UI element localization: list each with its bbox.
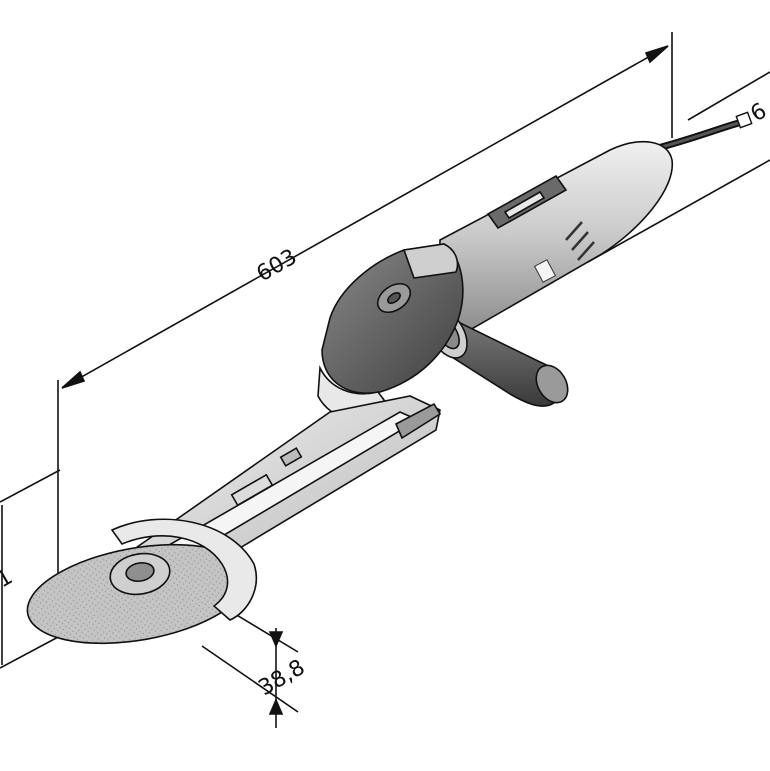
length-arrow-left [61,370,86,389]
length-dimension-label: 603 [253,245,302,288]
disc-offset-label: 38,8 [255,655,310,701]
arm-badge [279,447,303,467]
offset-arrow-top [268,631,284,649]
length-dimension-line [61,45,669,389]
left-diameter-line-bottom [0,635,61,669]
disc-guard [110,518,258,621]
arm-window [230,473,274,507]
left-diameter-line-top [0,469,61,503]
grinding-disc [26,518,258,645]
offset-extension-lower [201,645,299,713]
power-cable [646,111,753,154]
offset-arrow-bottom [268,697,284,715]
vent-slots [565,221,595,261]
gear-head [317,243,464,424]
right-height-line-top [687,71,770,121]
right-height-line-bottom [587,159,770,263]
motor-housing [439,140,673,331]
dimension-lines [0,32,770,728]
label-plate [533,259,557,283]
length-arrow-right [644,45,669,64]
left-dimension-label-fragment: 1 [0,565,17,594]
